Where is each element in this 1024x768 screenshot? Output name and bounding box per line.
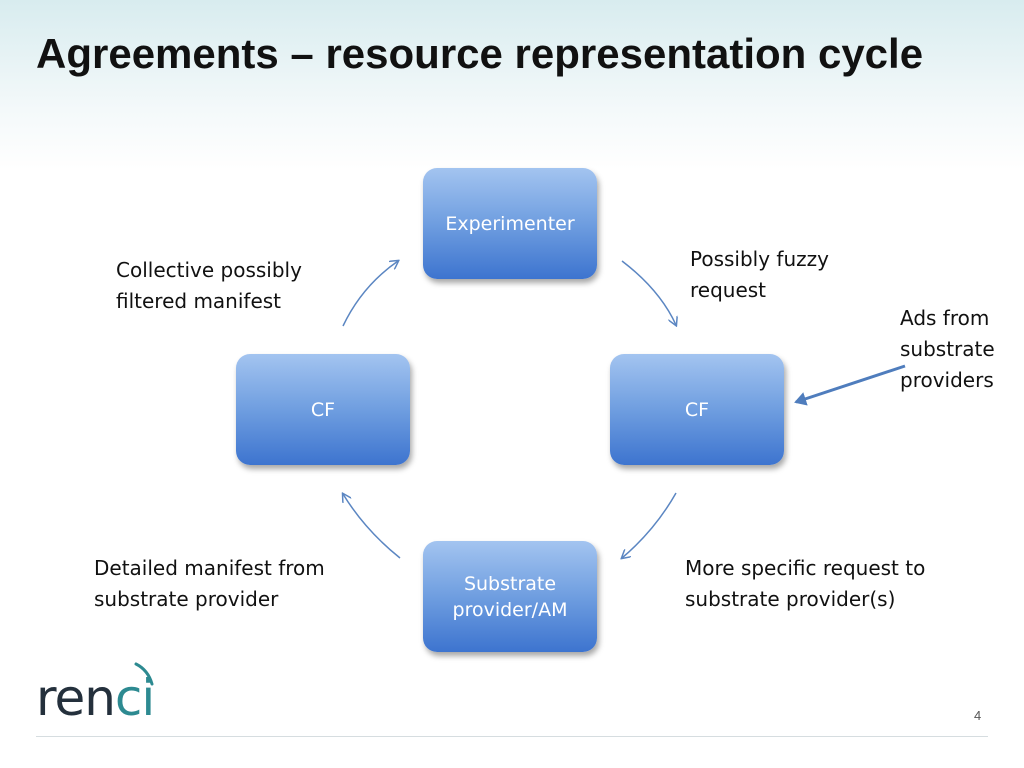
node-experimenter: Experimenter [423, 168, 597, 279]
arrow-cf-right-to-substrate [622, 492, 677, 558]
label-collective-manifest: Collective possibly filtered manifest [116, 258, 302, 313]
logo-text-accent: ci [114, 669, 155, 727]
logo-swoosh-icon [134, 662, 154, 686]
node-substrate-provider: Substrate provider/AM [423, 541, 597, 652]
arrow-cf-left-to-experimenter [342, 261, 398, 327]
node-cf-right: CF [610, 354, 784, 465]
arrow-experimenter-to-cf-right [621, 260, 676, 325]
label-ads-from-providers: Ads from substrate providers [900, 306, 995, 392]
renci-logo: renci [36, 660, 166, 726]
label-detailed-manifest: Detailed manifest from substrate provide… [94, 556, 325, 611]
footer-divider [36, 736, 988, 737]
logo-text-dark: ren [36, 669, 116, 727]
label-fuzzy-request: Possibly fuzzy request [690, 247, 829, 302]
page-number: 4 [974, 708, 982, 723]
slide-title: Agreements – resource representation cyc… [36, 30, 924, 77]
label-specific-request: More specific request to substrate provi… [685, 556, 926, 611]
arrow-ads-to-cf-right [794, 364, 906, 406]
arrow-substrate-to-cf-left [343, 494, 401, 559]
node-cf-left: CF [236, 354, 410, 465]
